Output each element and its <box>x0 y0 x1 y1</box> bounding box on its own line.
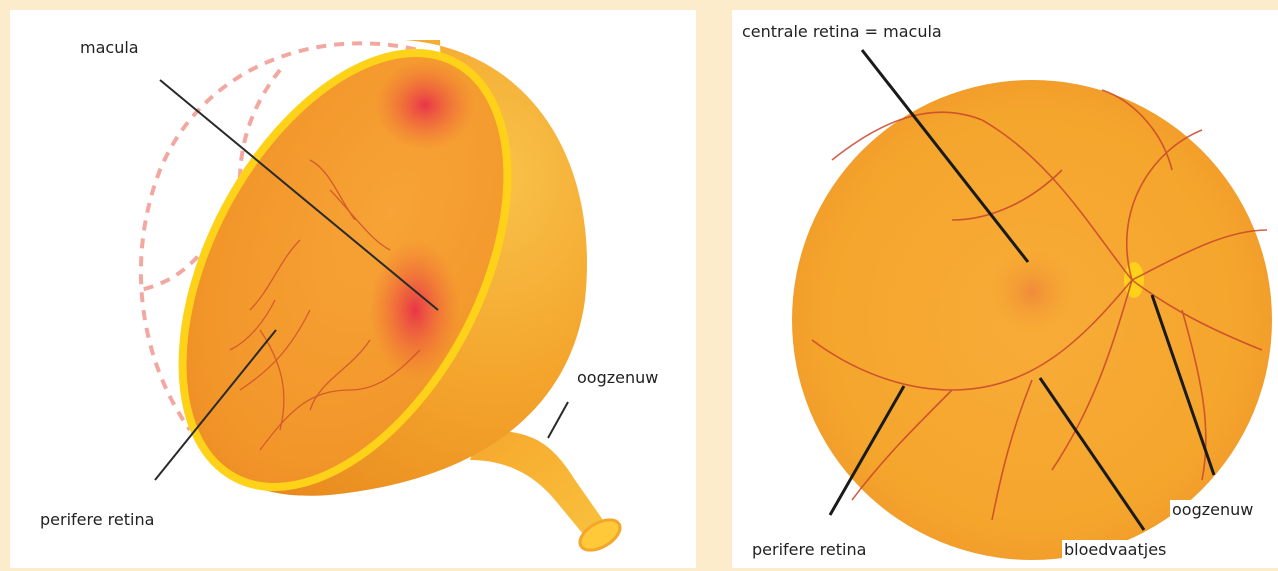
left-diagram-panel: macula perifere retina oogzenuw <box>10 10 696 568</box>
label-optic-nerve-right: oogzenuw <box>1170 500 1255 520</box>
eyeball-cross-section-illustration <box>10 10 696 568</box>
optic-nerve-leader-line <box>548 402 568 438</box>
label-optic-nerve: oogzenuw <box>575 368 660 388</box>
label-macula: macula <box>78 38 141 58</box>
macula-spot <box>375 60 475 150</box>
macula-fovea <box>987 247 1077 337</box>
fundus-illustration <box>732 10 1278 568</box>
label-blood-vessels: bloedvaatjes <box>1062 540 1168 560</box>
right-diagram-panel: centrale retina = macula perifere retina… <box>732 10 1278 568</box>
optic-disc <box>1124 262 1144 298</box>
label-central-retina: centrale retina = macula <box>740 22 944 42</box>
label-peripheral-retina: perifere retina <box>38 510 156 530</box>
optic-nerve-stalk <box>470 430 610 540</box>
label-peripheral-retina-right: perifere retina <box>750 540 868 560</box>
